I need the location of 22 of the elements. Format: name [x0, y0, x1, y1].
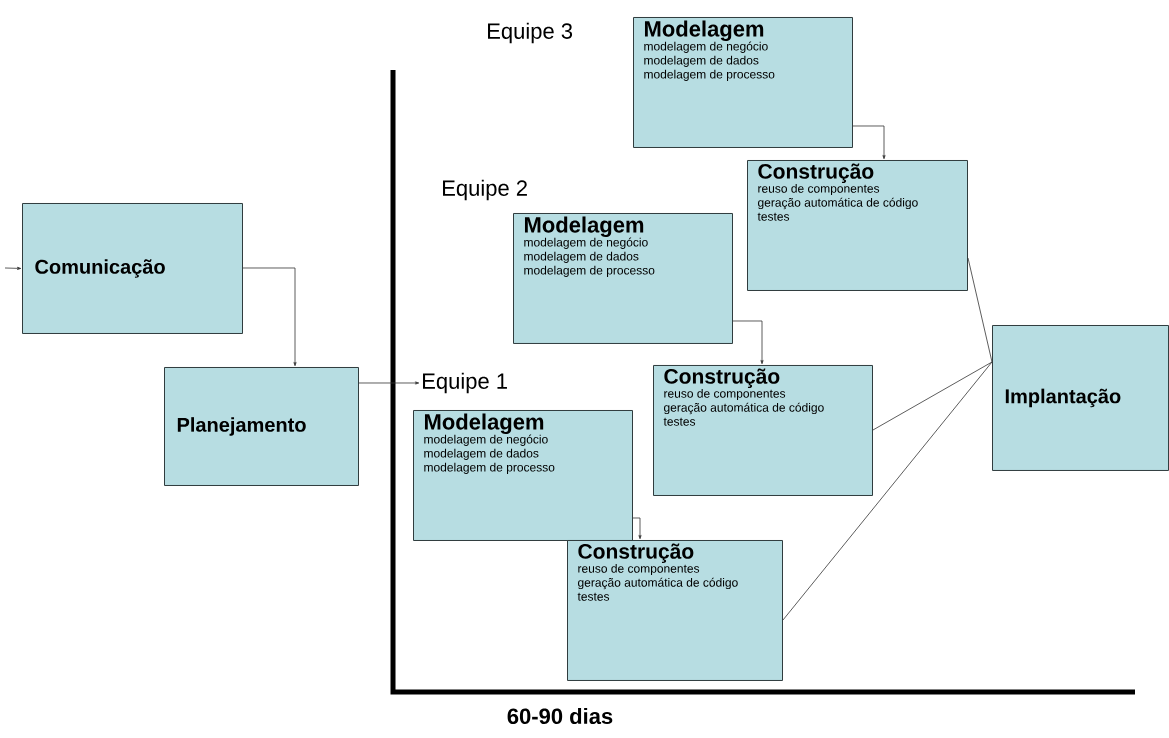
arrow	[242, 267, 297, 367]
arrow	[732, 320, 764, 365]
process-box: Construção reuso de componentes geração automática de código testes	[747, 160, 968, 291]
arrow	[4, 266, 22, 270]
connector-line	[967, 257, 993, 363]
process-box: Modelagem modelagem de negócio modelagem de dados modelagem de processo	[513, 213, 733, 344]
team-label: Equipe 3	[488, 22, 573, 44]
process-box: Modelagem modelagem de negócio modelagem de dados modelagem de processo	[633, 17, 853, 148]
arrow	[632, 517, 642, 540]
process-box: Comunicação	[22, 203, 243, 334]
team-label: Equipe 1	[423, 372, 507, 394]
arrow	[358, 381, 420, 385]
process-box: Construção reuso de componentes geração automática de código testes	[567, 540, 783, 681]
arrow	[852, 125, 886, 160]
process-box: Construção reuso de componentes geração automática de código testes	[653, 365, 873, 496]
connector-line	[872, 361, 993, 431]
process-box: Implantação	[992, 325, 1169, 471]
axis-label: 60-90 dias	[507, 707, 613, 725]
team-label: Equipe 2	[443, 179, 527, 201]
connector-line	[782, 361, 993, 621]
process-box: Modelagem modelagem de negócio modelagem de dados modelagem de processo	[413, 410, 633, 541]
process-box: Planejamento	[164, 367, 359, 486]
